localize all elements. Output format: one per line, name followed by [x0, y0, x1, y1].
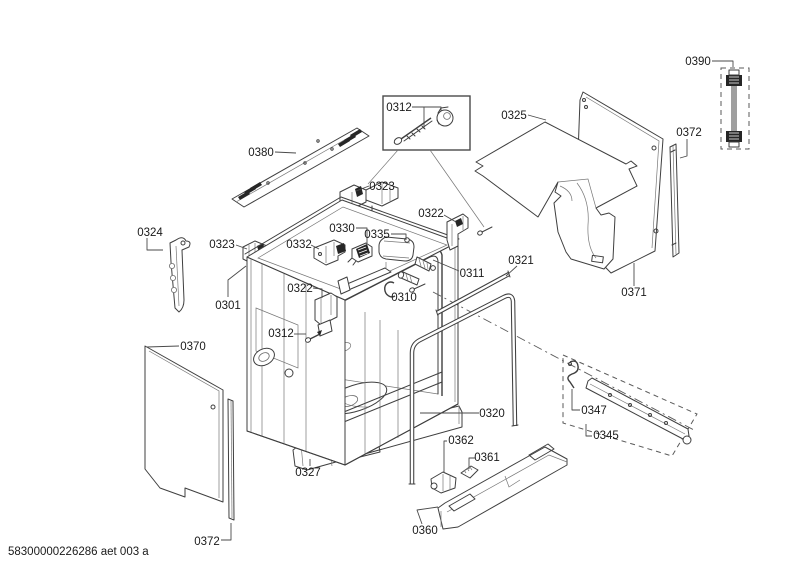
callout-0372-bottom: 0372 — [194, 536, 220, 548]
part-drawing-roof-parts — [313, 213, 493, 298]
callout-0335: 0335 — [364, 229, 390, 241]
callout-0362: 0362 — [448, 435, 474, 447]
callout-0312-box: 0312 — [386, 102, 412, 114]
callout-0370: 0370 — [180, 341, 206, 353]
callout-0360: 0360 — [412, 525, 438, 537]
part-drawing-latch-0362 — [430, 471, 457, 494]
part-drawing-strip-0372-bottom — [227, 398, 235, 521]
callout-0327: 0327 — [295, 467, 321, 479]
part-drawing-insulation-mat-0325 — [474, 121, 638, 270]
callout-0345: 0345 — [593, 430, 619, 442]
callout-0322-right: 0322 — [418, 208, 444, 220]
callout-0323-left: 0323 — [209, 239, 235, 251]
part-drawing-wall-parts — [304, 292, 338, 343]
part-drawing-inset-box-0312 — [367, 95, 485, 228]
callout-0330: 0330 — [329, 223, 355, 235]
document-code: 58300000226286 aet 003 a — [8, 546, 149, 558]
part-drawing-door-gasket-0320 — [408, 293, 519, 485]
callout-0301: 0301 — [215, 300, 241, 312]
callout-0361: 0361 — [474, 452, 500, 464]
part-drawing-tub-0301 — [244, 196, 460, 466]
callout-0325: 0325 — [501, 110, 527, 122]
callout-0322-left: 0322 — [287, 283, 313, 295]
callout-0311: 0311 — [460, 268, 485, 280]
callout-labels: 0390 0372 0325 0380 0312 0323 0322 0324 … — [137, 56, 711, 548]
callout-0371: 0371 — [621, 287, 647, 299]
callout-0324: 0324 — [137, 227, 163, 239]
callout-0321: 0321 — [508, 255, 534, 267]
part-drawing-trim-rod-0321 — [435, 270, 511, 317]
part-drawing-top-strip-0380 — [231, 127, 370, 208]
callout-0380: 0380 — [248, 147, 274, 159]
part-drawing-strip-0372-right — [669, 143, 680, 258]
callout-0310: 0310 — [391, 292, 417, 304]
part-drawing-side-panel-0370 — [144, 345, 224, 503]
part-drawing-rail-0324 — [168, 237, 191, 313]
callout-0323-top: 0323 — [369, 181, 395, 193]
leader-lines — [146, 60, 734, 541]
callout-0372-right: 0372 — [676, 127, 702, 139]
part-drawing-bracket-0323-top — [339, 181, 399, 215]
part-drawing-base-rail-0360 — [437, 443, 568, 530]
callout-0320: 0320 — [479, 408, 505, 420]
callout-0312-left: 0312 — [268, 328, 294, 340]
callout-0332: 0332 — [286, 239, 312, 251]
part-drawing-clip-0361 — [460, 465, 479, 479]
part-drawing-kit-0345 — [562, 354, 698, 457]
callout-0347: 0347 — [581, 405, 607, 417]
callout-0390: 0390 — [685, 56, 711, 68]
part-drawing-hose-kit-0390 — [720, 67, 750, 150]
